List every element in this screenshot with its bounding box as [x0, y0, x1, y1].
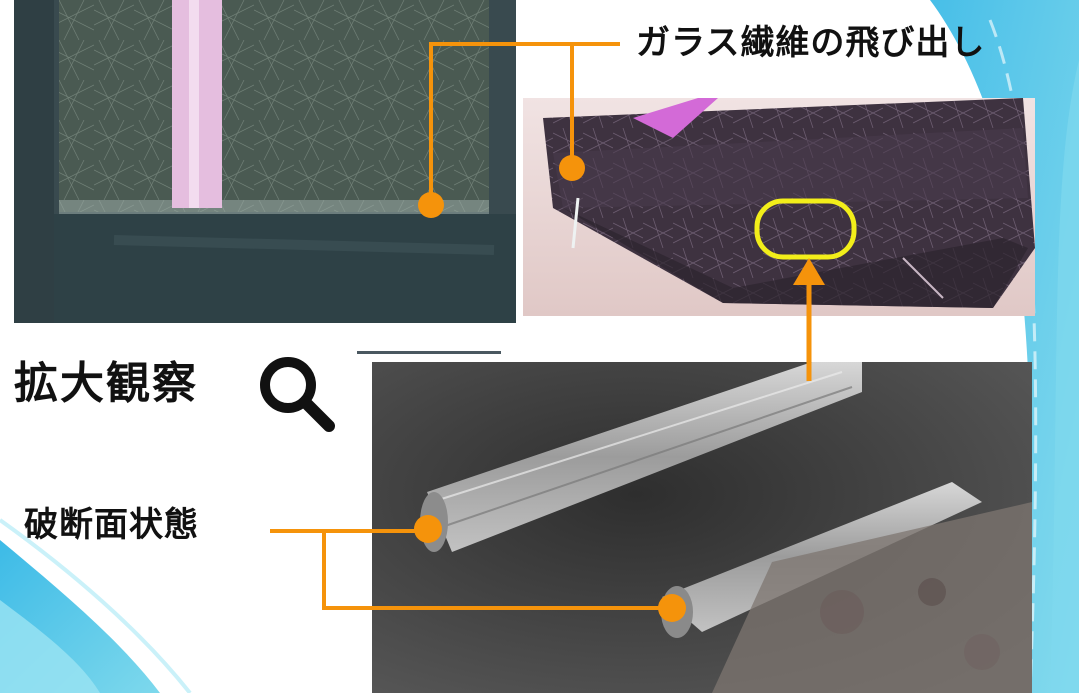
photo-board-side [523, 98, 1035, 316]
search-icon [260, 357, 335, 432]
magnified-observation-title: 拡大観察 [14, 358, 198, 409]
photo-board-edge [14, 0, 516, 323]
divider-line [357, 351, 501, 354]
fracture-surface-label: 破断面状態 [24, 505, 199, 545]
glass-fiber-protrusion-label: ガラス繊維の飛び出し [636, 23, 986, 63]
photo-magnified-fibers [372, 362, 1032, 693]
